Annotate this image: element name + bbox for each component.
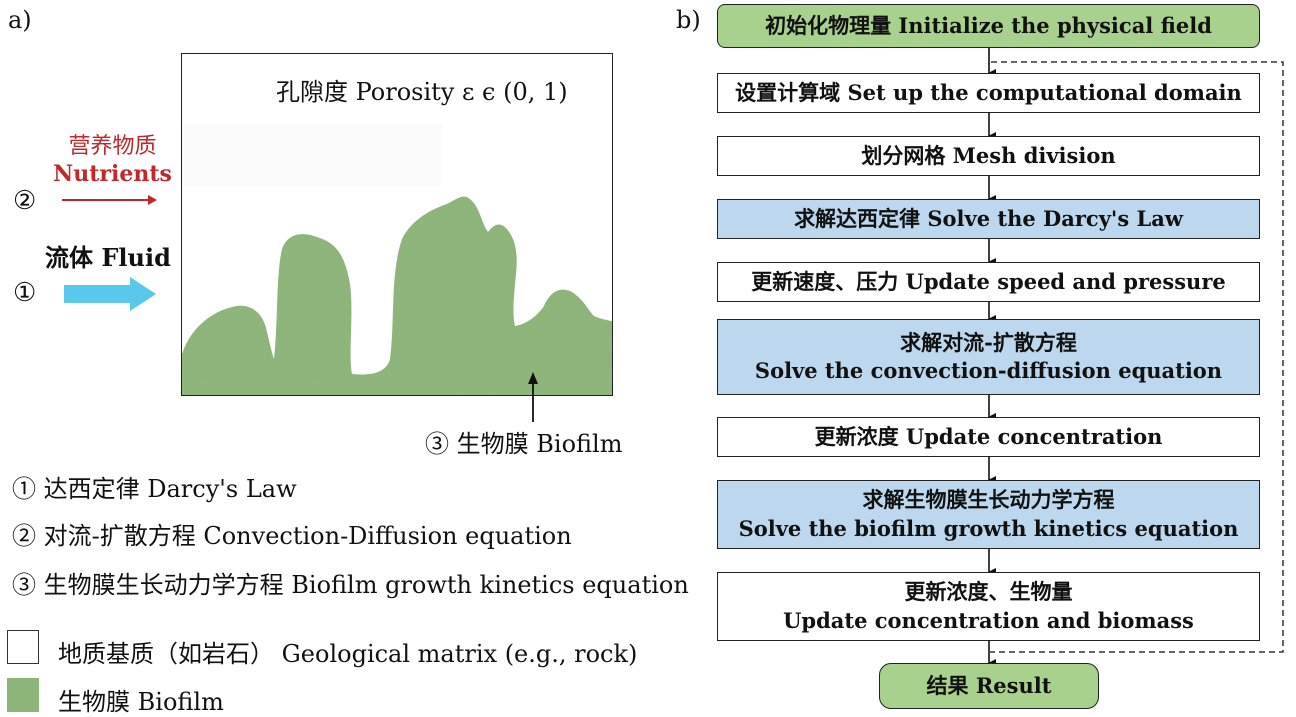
legend-item-biofilm: 生物膜 Biofilm <box>58 688 224 716</box>
step-setup-domain-text: 设置计算域 Set up the computational domain <box>735 79 1242 105</box>
panel-b-label: b) <box>676 6 701 34</box>
biofilm-shape <box>182 124 612 395</box>
step-mesh-text: 划分网格 Mesh division <box>861 142 1116 168</box>
nutrients-label-en: Nutrients <box>53 161 172 187</box>
fluid-arrow <box>64 277 156 311</box>
step-update-concentration: 更新浓度 Update concentration <box>717 417 1260 457</box>
step-setup-domain: 设置计算域 Set up the computational domain <box>717 73 1260 113</box>
step-result: 结果 Result <box>879 663 1099 709</box>
step-mesh: 划分网格 Mesh division <box>717 136 1260 176</box>
step-biofilm-kinetics-cn: 求解生物膜生长动力学方程 <box>862 487 1115 513</box>
step-result-text: 结果 Result <box>926 672 1052 698</box>
step-biofilm-kinetics: 求解生物膜生长动力学方程 Solve the biofilm growth ki… <box>717 480 1260 549</box>
fluid-number: ① <box>13 278 37 308</box>
step-update-biomass-cn: 更新浓度、生物量 <box>904 579 1073 605</box>
legend-item-darcy: ① 达西定律 Darcy's Law <box>12 475 297 503</box>
step-biofilm-kinetics-en: Solve the biofilm growth kinetics equati… <box>738 515 1239 541</box>
step-update-biomass-en: Update concentration and biomass <box>783 607 1194 633</box>
step-update-concentration-text: 更新浓度 Update concentration <box>814 423 1163 449</box>
loop-back-connector <box>989 61 1284 653</box>
step-update-speed: 更新速度、压力 Update speed and pressure <box>717 262 1260 302</box>
step-convection-en: Solve the convection-diffusion equation <box>754 358 1223 383</box>
biofilm-pointer-arrow <box>528 372 538 422</box>
step-darcy-text: 求解达西定律 Solve the Darcy's Law <box>794 205 1183 231</box>
legend-item-growth: ③ 生物膜生长动力学方程 Biofilm growth kinetics equ… <box>12 571 689 599</box>
biofilm-swatch <box>7 678 39 712</box>
porous-domain <box>181 53 613 396</box>
step-initialize-text: 初始化物理量 Initialize the physical field <box>765 12 1212 38</box>
step-darcy: 求解达西定律 Solve the Darcy's Law <box>717 199 1260 239</box>
biofilm-label: ③ 生物膜 Biofilm <box>425 430 623 458</box>
matrix-swatch <box>7 630 39 664</box>
nutrients-label-cn: 营养物质 <box>68 134 157 159</box>
legend-item-convection: ② 对流-扩散方程 Convection-Diffusion equation <box>12 522 572 550</box>
fluid-label: 流体 Fluid <box>45 243 171 272</box>
nutrients-arrow <box>62 195 157 205</box>
step-convection-cn: 求解对流-扩散方程 <box>900 329 1077 355</box>
legend-item-matrix: 地质基质（如岩石） Geological matrix (e.g., rock) <box>58 640 638 668</box>
nutrients-number: ② <box>13 186 37 216</box>
step-convection: 求解对流-扩散方程 Solve the convection-diffusion… <box>717 319 1260 395</box>
panel-a-label: a) <box>8 6 32 34</box>
faint-band <box>182 124 442 186</box>
step-update-biomass: 更新浓度、生物量 Update concentration and biomas… <box>717 572 1260 641</box>
step-initialize: 初始化物理量 Initialize the physical field <box>717 4 1260 48</box>
step-update-speed-text: 更新速度、压力 Update speed and pressure <box>751 268 1226 294</box>
porosity-label: 孔隙度 Porosity ε ϵ (0, 1) <box>276 78 568 106</box>
